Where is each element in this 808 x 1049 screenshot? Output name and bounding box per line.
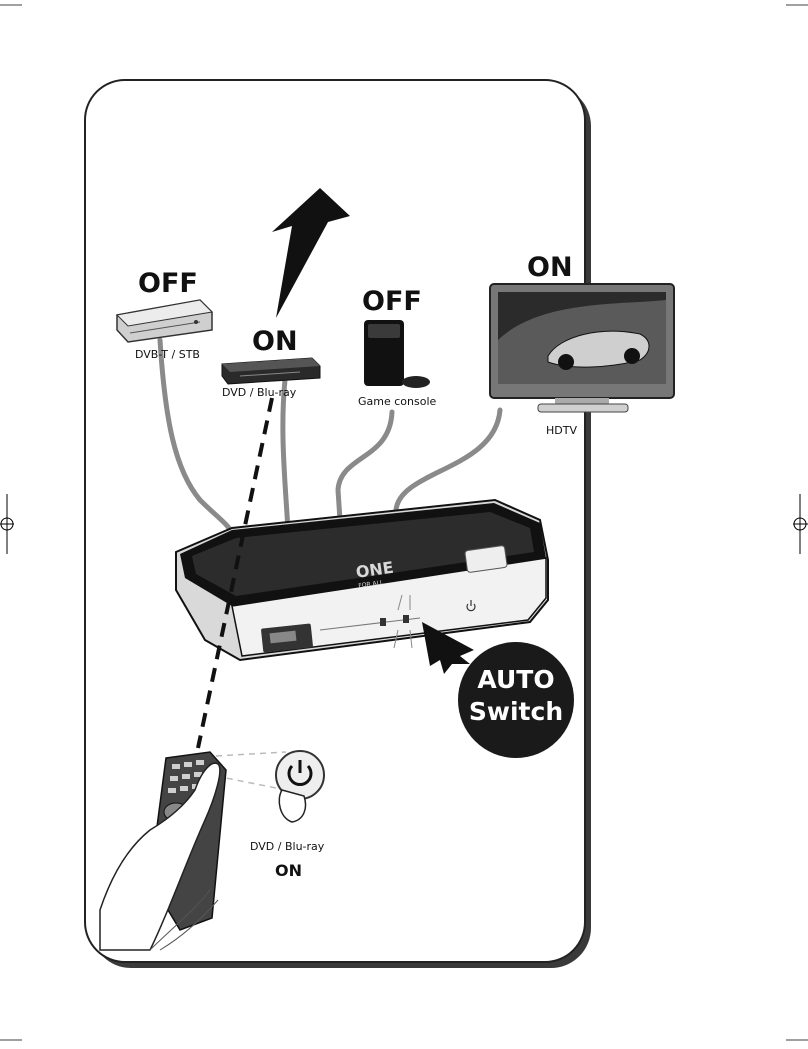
power-icon xyxy=(287,760,313,786)
device-dvd xyxy=(221,357,321,385)
registration-mark-icon xyxy=(793,494,808,554)
stb-label: DVB-T / STB xyxy=(135,348,200,361)
device-stb xyxy=(115,299,214,343)
tv-label: HDTV xyxy=(546,424,577,437)
auto-badge-line2: Switch xyxy=(469,697,563,726)
signal-arrow-icon xyxy=(272,188,350,318)
remote-action-label: DVD / Blu-ray xyxy=(250,840,325,853)
auto-badge-line1: AUTO xyxy=(477,665,554,694)
ir-beam xyxy=(196,397,274,749)
dvd-label: DVD / Blu-ray xyxy=(222,386,297,399)
pressing-finger xyxy=(278,789,307,823)
stb-state: OFF xyxy=(138,268,198,299)
cables xyxy=(157,337,503,538)
pointer-arrow-icon xyxy=(422,622,474,674)
crop-marks xyxy=(0,4,808,1041)
switch-brand-line2: FOR ALL xyxy=(358,579,384,590)
power-icon xyxy=(466,600,476,612)
registration-mark-icon xyxy=(0,494,14,554)
auto-badge xyxy=(458,642,574,758)
hand xyxy=(99,762,221,951)
device-console xyxy=(364,320,430,388)
hand-fingers xyxy=(149,889,219,951)
device-tv xyxy=(489,283,675,413)
switch-box xyxy=(175,498,549,662)
tv-car xyxy=(547,330,650,368)
cable-dvd xyxy=(280,377,291,533)
console-label: Game console xyxy=(358,395,437,408)
tv-state: ON xyxy=(527,252,573,283)
cable-console xyxy=(335,409,395,523)
zoom-guides xyxy=(215,751,287,791)
cable-stb xyxy=(157,337,235,538)
remote-action-state: ON xyxy=(275,861,302,880)
dvd-state: ON xyxy=(252,326,298,357)
cable-tv xyxy=(393,407,503,513)
console-state: OFF xyxy=(362,286,422,317)
